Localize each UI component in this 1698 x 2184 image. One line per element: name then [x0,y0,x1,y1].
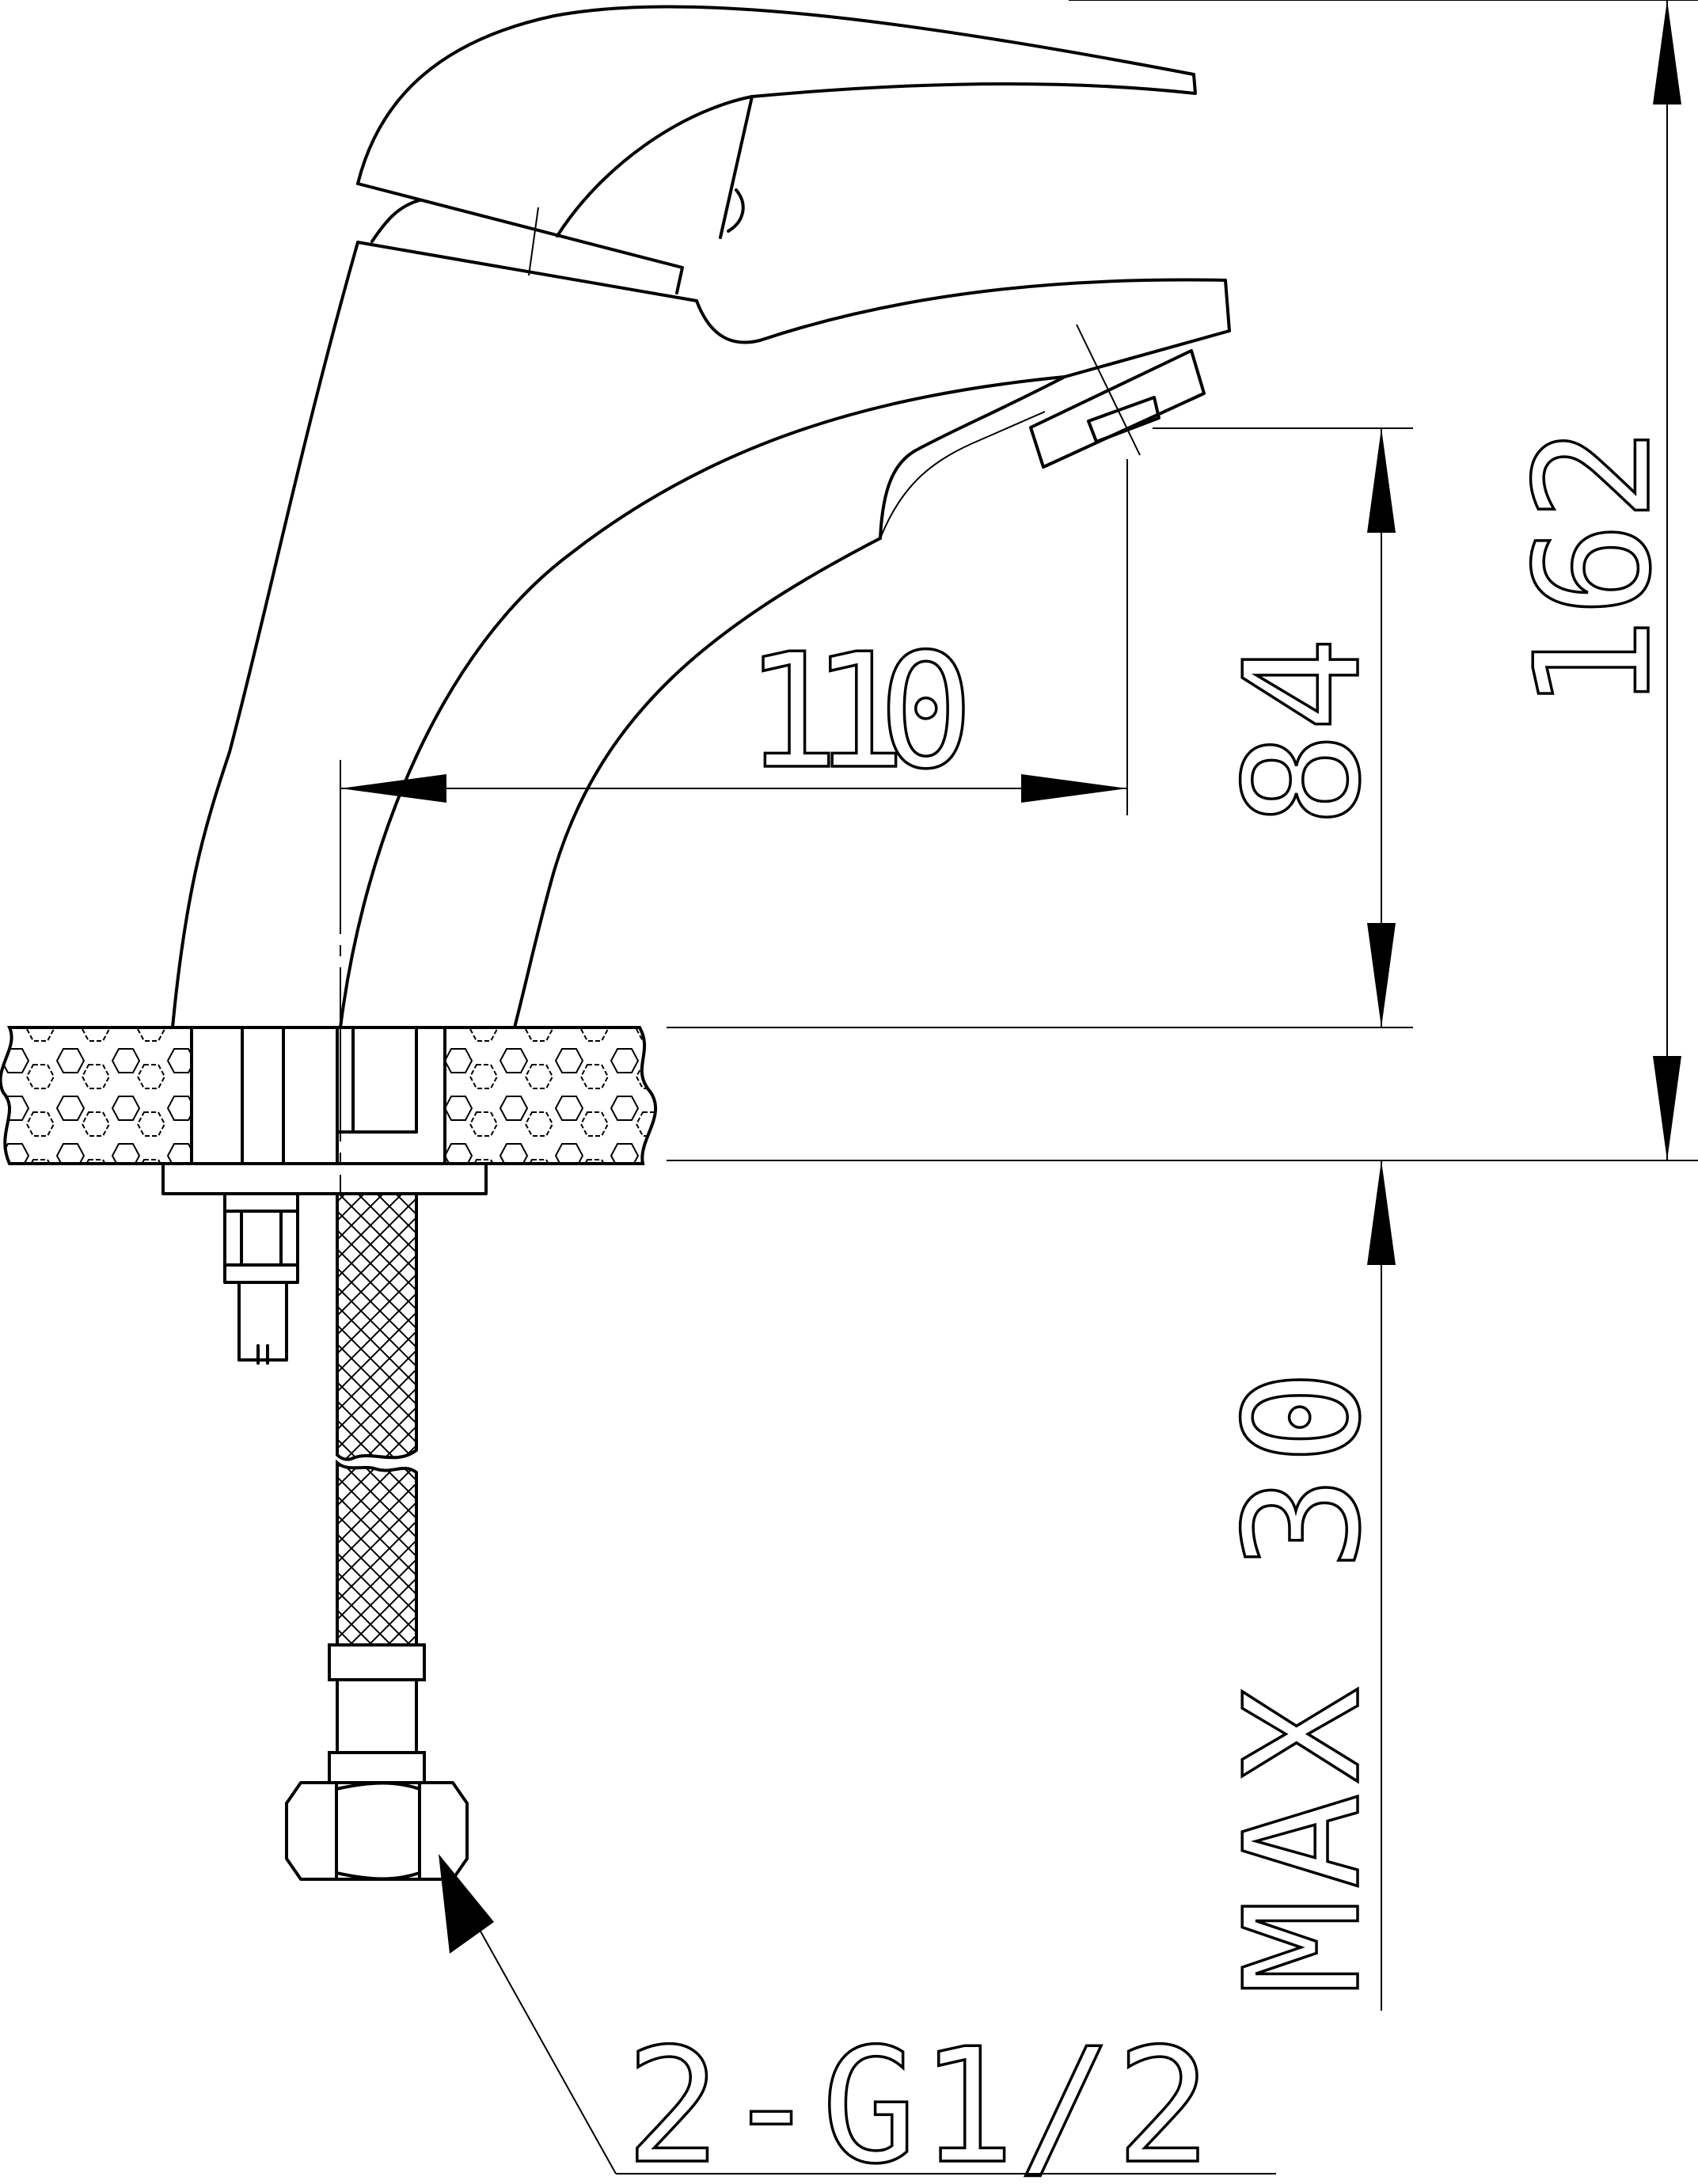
flexible-hose [328,1192,426,1784]
countertop-section [0,1026,657,1195]
dim-connection: 2-G1/2 [625,2015,1211,2184]
dim-spout-reach: 110 [744,620,974,804]
dimension-lines [340,0,1698,2175]
dim-max-thickness: MAX 30 [1211,1369,1396,1995]
fixing-stud [223,1192,299,1365]
dim-spout-height: 84 [1211,636,1396,827]
lever-handle [356,5,1197,294]
aerator [1029,324,1206,469]
dim-total-height: 162 [1502,427,1686,712]
tap-body [171,241,1231,1029]
